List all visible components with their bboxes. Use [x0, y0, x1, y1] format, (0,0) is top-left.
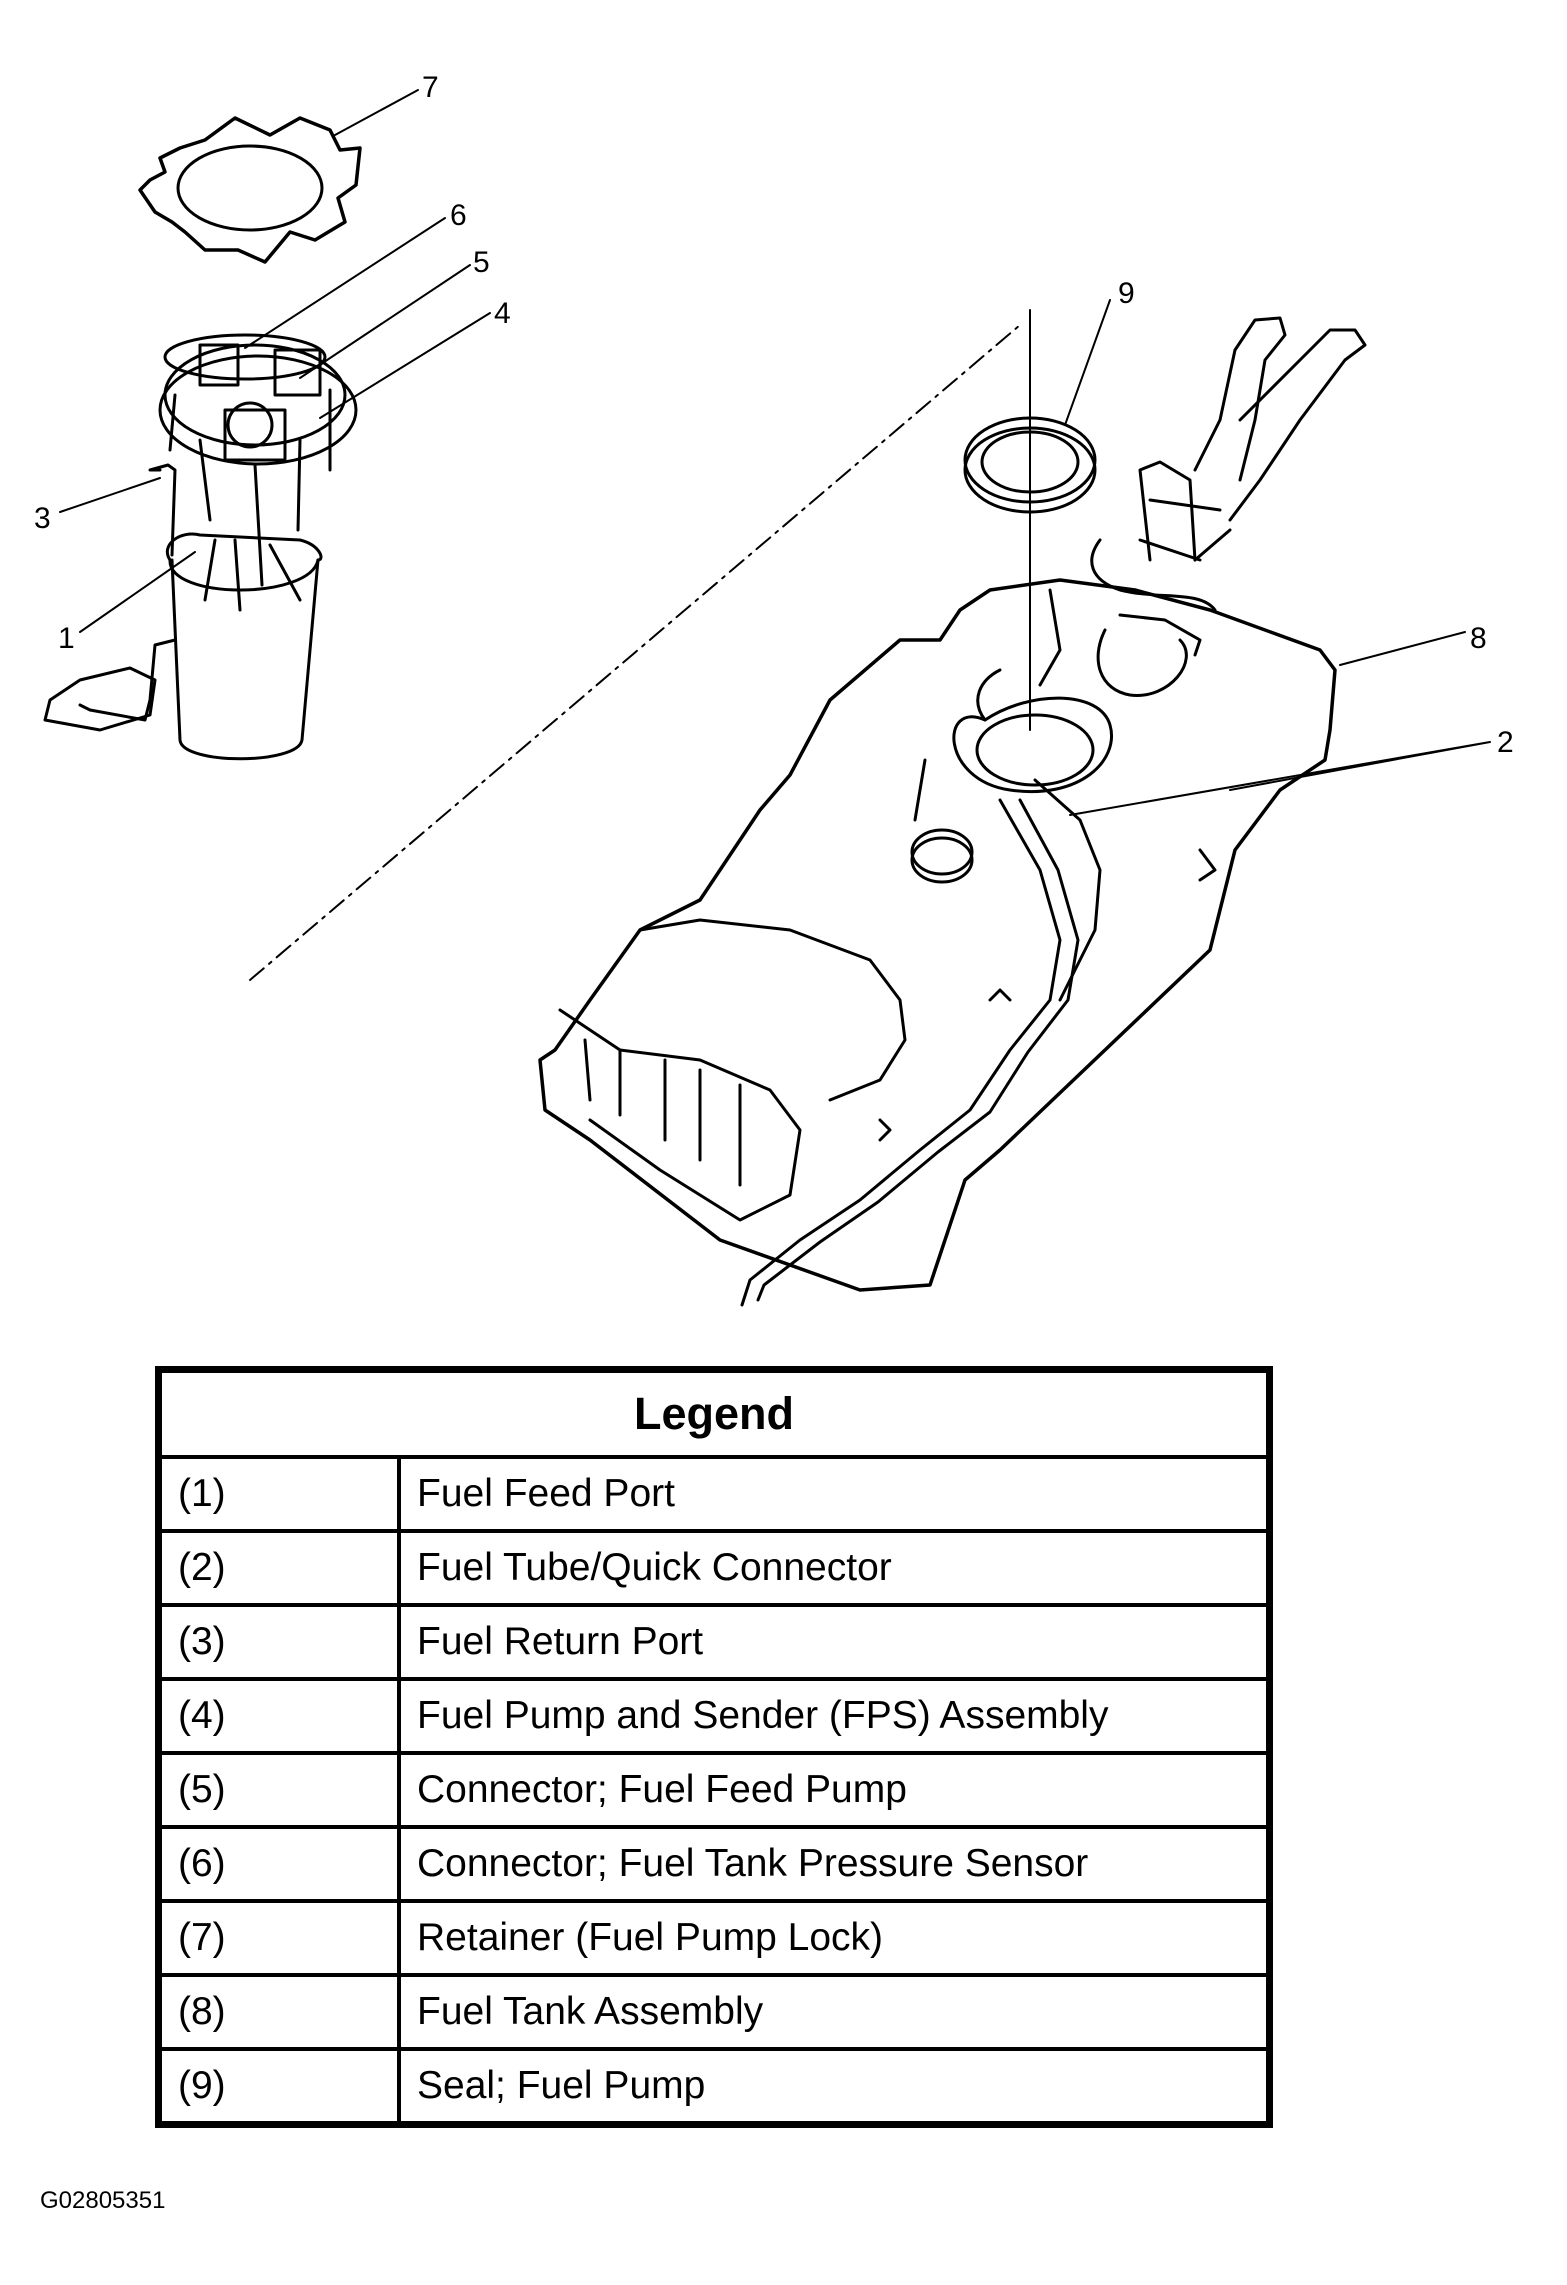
- legend-number: (6): [156, 1825, 401, 1903]
- legend-table: Legend (1)Fuel Feed Port (2)Fuel Tube/Qu…: [155, 1366, 1273, 2128]
- legend-number: (4): [156, 1677, 401, 1755]
- legend-number: (5): [156, 1751, 401, 1829]
- leader-lines: [59, 89, 1491, 816]
- legend-row: (5)Connector; Fuel Feed Pump: [156, 1751, 1272, 1829]
- callout-5: 5: [473, 246, 490, 279]
- callout-8: 8: [1470, 622, 1487, 655]
- legend-description: Fuel Tank Assembly: [397, 1973, 1272, 2051]
- callout-2: 2: [1497, 726, 1514, 759]
- retainer-part: [138, 116, 362, 264]
- callout-6: 6: [450, 199, 467, 232]
- legend-header-row: Legend: [156, 1367, 1272, 1459]
- legend-description: Fuel Feed Port: [397, 1455, 1272, 1533]
- callout-1: 1: [58, 622, 75, 655]
- fuel-tank-assembly: [538, 316, 1367, 1307]
- callout-3: 3: [34, 502, 51, 535]
- legend-description: Connector; Fuel Feed Pump: [397, 1751, 1272, 1829]
- fuel-pump-sender-assembly: [43, 333, 358, 761]
- legend-number: (3): [156, 1603, 401, 1681]
- callout-9: 9: [1118, 277, 1135, 310]
- legend-row: (7)Retainer (Fuel Pump Lock): [156, 1899, 1272, 1977]
- callout-labels: 1 2 3 4 5 6 7 8 9: [34, 71, 1514, 759]
- legend-row: (2)Fuel Tube/Quick Connector: [156, 1529, 1272, 1607]
- legend-description: Seal; Fuel Pump: [397, 2047, 1272, 2127]
- legend-title: Legend: [156, 1367, 1272, 1459]
- callout-7: 7: [422, 71, 439, 104]
- legend-number: (9): [156, 2047, 401, 2127]
- callout-4: 4: [494, 297, 511, 330]
- legend-number: (2): [156, 1529, 401, 1607]
- alignment-line: [249, 324, 1021, 981]
- legend-number: (8): [156, 1973, 401, 2051]
- legend-row: (9)Seal; Fuel Pump: [156, 2047, 1272, 2127]
- figure-id: G02805351: [40, 2187, 166, 2214]
- legend-description: Fuel Pump and Sender (FPS) Assembly: [397, 1677, 1272, 1755]
- exploded-view-diagram: 1 2 3 4 5 6 7 8 9: [34, 71, 1514, 1307]
- legend-row: (8)Fuel Tank Assembly: [156, 1973, 1272, 2051]
- legend-description: Fuel Tube/Quick Connector: [397, 1529, 1272, 1607]
- legend-row: (4)Fuel Pump and Sender (FPS) Assembly: [156, 1677, 1272, 1755]
- legend-number: (7): [156, 1899, 401, 1977]
- legend-description: Retainer (Fuel Pump Lock): [397, 1899, 1272, 1977]
- legend-row: (6)Connector; Fuel Tank Pressure Sensor: [156, 1825, 1272, 1903]
- legend-number: (1): [156, 1455, 401, 1533]
- legend-row: (1)Fuel Feed Port: [156, 1455, 1272, 1533]
- legend-row: (3)Fuel Return Port: [156, 1603, 1272, 1681]
- legend-description: Fuel Return Port: [397, 1603, 1272, 1681]
- legend-description: Connector; Fuel Tank Pressure Sensor: [397, 1825, 1272, 1903]
